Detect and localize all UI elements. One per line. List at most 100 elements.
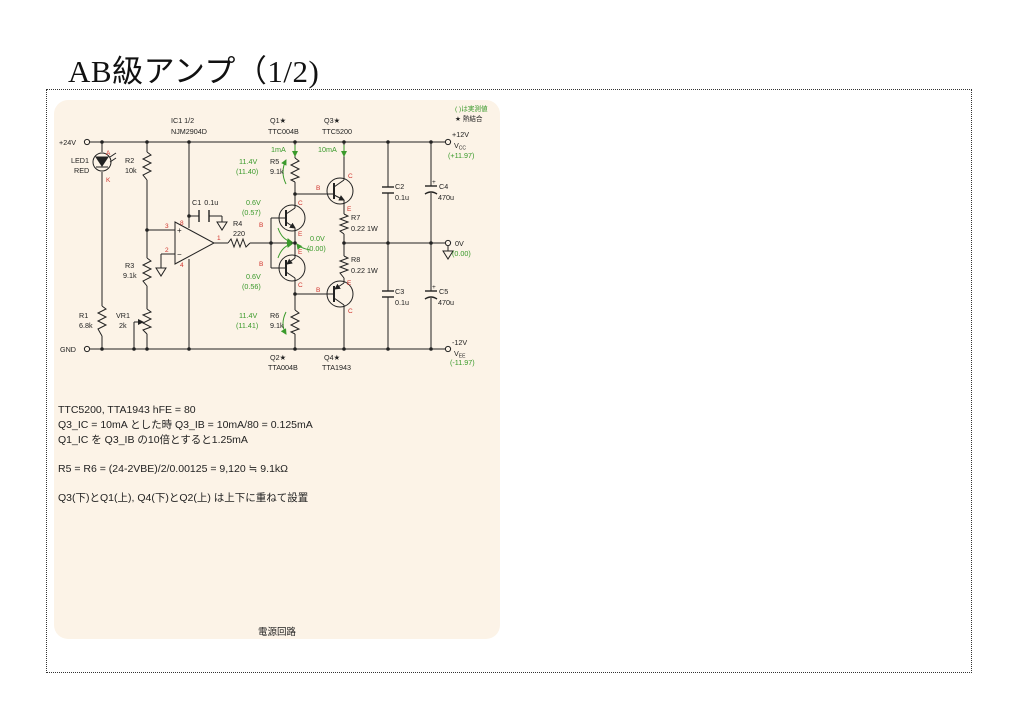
ic1-pin2: 2 xyxy=(165,247,169,254)
r5-v-measured: (11.40) xyxy=(236,167,258,176)
r5-symbol xyxy=(289,157,301,183)
q1-vbe: 0.6V xyxy=(246,198,261,207)
out-v-measured: (0.00) xyxy=(307,244,326,253)
led1-name: LED1 xyxy=(71,156,89,165)
outer-frame xyxy=(46,89,972,673)
r6-symbol xyxy=(289,309,301,335)
label-zero-measured: (0.00) xyxy=(452,249,471,258)
q1-vbe-measured: (0.57) xyxy=(242,208,261,217)
ic1-pin4: 4 xyxy=(180,262,184,269)
terminals xyxy=(83,138,452,353)
q3-current: 10mA xyxy=(318,145,337,154)
q3-b: B xyxy=(316,185,320,192)
label-gnd: GND xyxy=(60,345,76,354)
note-line-1: TTC5200, TTA1943 hFE = 80 xyxy=(58,404,196,416)
r6-name: R6 xyxy=(270,311,279,320)
r8-symbol xyxy=(338,255,350,279)
r5-name: R5 xyxy=(270,157,279,166)
vr1-value: 2k xyxy=(119,321,127,330)
ic1-pin1: 1 xyxy=(217,235,221,242)
schematic-diagram: ( )は実測値 ★ 熱結合 +24V GND +12V VCC (+11.97)… xyxy=(59,104,488,372)
led1-symbol xyxy=(92,152,117,172)
c5-pol: + xyxy=(432,284,436,291)
led1-cathode: K xyxy=(106,177,111,184)
label-vee: VEE xyxy=(454,349,466,360)
label-vee-volts: -12V xyxy=(452,338,467,347)
q2-name: Q2★ xyxy=(270,353,286,362)
q4-name: Q4★ xyxy=(324,353,340,362)
q1-name: Q1★ xyxy=(270,116,286,125)
q1-symbol xyxy=(278,204,306,232)
note-line-2: Q3_IC = 10mA とした時 Q3_IB = 10mA/80 = 0.12… xyxy=(58,419,313,431)
out-v: 0.0V xyxy=(310,234,325,243)
q2-vbe-measured: (0.56) xyxy=(242,282,261,291)
c4-value: 470u xyxy=(438,193,454,202)
r2-name: R2 xyxy=(125,156,134,165)
note-line-5: Q3(下)とQ1(上), Q4(下)とQ2(上) は上下に重ねて設置 xyxy=(58,492,309,504)
r8-value: 0.22 1W xyxy=(351,266,378,275)
r5-value: 9.1k xyxy=(270,167,284,176)
c3-value: 0.1u xyxy=(395,298,409,307)
q3-name: Q3★ xyxy=(324,116,340,125)
led1-value: RED xyxy=(74,166,89,175)
label-plus24: +24V xyxy=(59,138,76,147)
q2-vbe: 0.6V xyxy=(246,272,261,281)
q3-c: C xyxy=(348,173,353,180)
label-vee-measured: (-11.97) xyxy=(450,358,475,367)
r6-value: 9.1k xyxy=(270,321,284,330)
c2-value: 0.1u xyxy=(395,193,409,202)
green-arrows xyxy=(277,145,347,335)
r1-name: R1 xyxy=(79,311,88,320)
r1-value: 6.8k xyxy=(79,321,93,330)
vr1-symbol xyxy=(141,308,153,335)
junction-dots xyxy=(100,140,433,351)
q4-e: E xyxy=(347,280,352,287)
vr1-name: VR1 xyxy=(116,311,130,320)
q4-b: B xyxy=(316,287,320,294)
q3-part: TTC5200 xyxy=(322,127,352,136)
page-title: AB級アンプ（1/2) xyxy=(68,54,320,89)
label-vcc: VCC xyxy=(454,141,466,152)
c4-plate-b xyxy=(424,191,438,195)
r7-symbol xyxy=(338,213,350,235)
panel-caption: 電源回路 xyxy=(257,627,296,638)
calculation-notes: TTC5200, TTA1943 hFE = 80 Q3_IC = 10mA と… xyxy=(58,403,494,506)
c5-value: 470u xyxy=(438,298,454,307)
led1-anode: A xyxy=(106,150,111,157)
note-line-4: R5 = R6 = (24-2VBE)/2/0.00125 = 9,120 ≒ … xyxy=(58,463,289,475)
label-vcc-volts: +12V xyxy=(452,130,469,139)
opamp-symbol xyxy=(174,221,216,265)
capacitors xyxy=(198,185,438,300)
c4-pol: + xyxy=(432,179,436,186)
wires xyxy=(90,141,449,350)
r3-value: 9.1k xyxy=(123,271,137,280)
r4-name: R4 xyxy=(233,219,242,228)
q1-b: B xyxy=(259,222,263,229)
ic1-part: NJM2904D xyxy=(171,127,207,136)
r7-name: R7 xyxy=(351,213,360,222)
c4-name: C4 xyxy=(439,182,448,191)
q2-c: C xyxy=(298,282,303,289)
q1-e: E xyxy=(298,231,303,238)
r4-symbol xyxy=(227,237,251,249)
r1-symbol xyxy=(96,305,108,337)
ic1-name: IC1 1/2 xyxy=(171,116,194,125)
q2-part: TTA004B xyxy=(268,363,298,372)
ic1-plus: + xyxy=(177,226,182,235)
r2-symbol xyxy=(141,151,153,181)
ic1-minus: − xyxy=(177,250,182,259)
q4-c: C xyxy=(348,308,353,315)
q2-b: B xyxy=(259,261,263,268)
c5-plate-b xyxy=(424,296,438,300)
schematic-panel: ( )は実測値 ★ 熱結合 +24V GND +12V VCC (+11.97)… xyxy=(54,100,500,639)
q3-symbol xyxy=(326,177,354,205)
r7-value: 0.22 1W xyxy=(351,224,378,233)
ground-symbols xyxy=(155,221,454,277)
legend-thermal: ★ 熱結合 xyxy=(455,114,483,123)
q2-symbol xyxy=(278,254,306,282)
r3-name: R3 xyxy=(125,261,134,270)
q1-c: C xyxy=(298,200,303,207)
label-zero-volts: 0V xyxy=(455,239,464,248)
q2-e: E xyxy=(298,249,303,256)
